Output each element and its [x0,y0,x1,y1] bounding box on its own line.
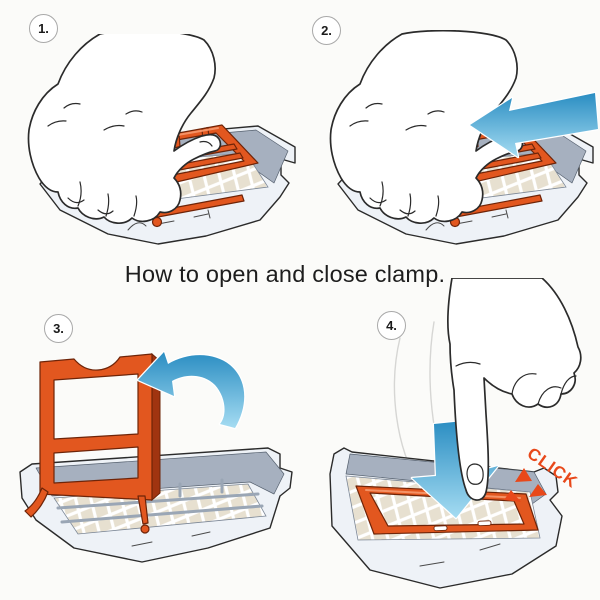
clamp-handle-ball [140,524,150,534]
step-number: 4. [386,318,397,333]
step-4-illustration: CLICK [329,278,582,589]
clamp-frame-upright [24,352,161,534]
pressing-hand [447,278,582,501]
clamp-slot [477,520,492,527]
tray-slide-rails [56,478,264,524]
clamp-front-face [39,353,153,501]
step-number: 3. [53,321,64,336]
hand-outline [447,278,582,501]
lift-arrow-curved-icon [136,350,246,430]
step-4-badge: 4. [377,311,406,340]
step-1-illustration [27,34,296,245]
step-3-badge: 3. [44,314,73,343]
clamp-foot-left [24,487,49,518]
step-number: 2. [321,23,332,38]
step-3-illustration [19,350,293,563]
page-title: How to open and close clamp. [124,261,446,287]
knuckle-creases [455,361,577,405]
click-burst-icon [504,468,547,502]
clamp-foot-right [137,495,149,525]
step-2-illustration [329,30,598,245]
step-number: 1. [38,21,49,36]
slide-arrow-left-icon [468,91,598,159]
step-2-badge: 2. [312,16,341,45]
clamp-slot [433,525,448,532]
step-1-badge: 1. [29,14,58,43]
fingernail [466,463,484,485]
tray-rim-notches [131,531,211,547]
tray-rim-notches [419,543,501,567]
